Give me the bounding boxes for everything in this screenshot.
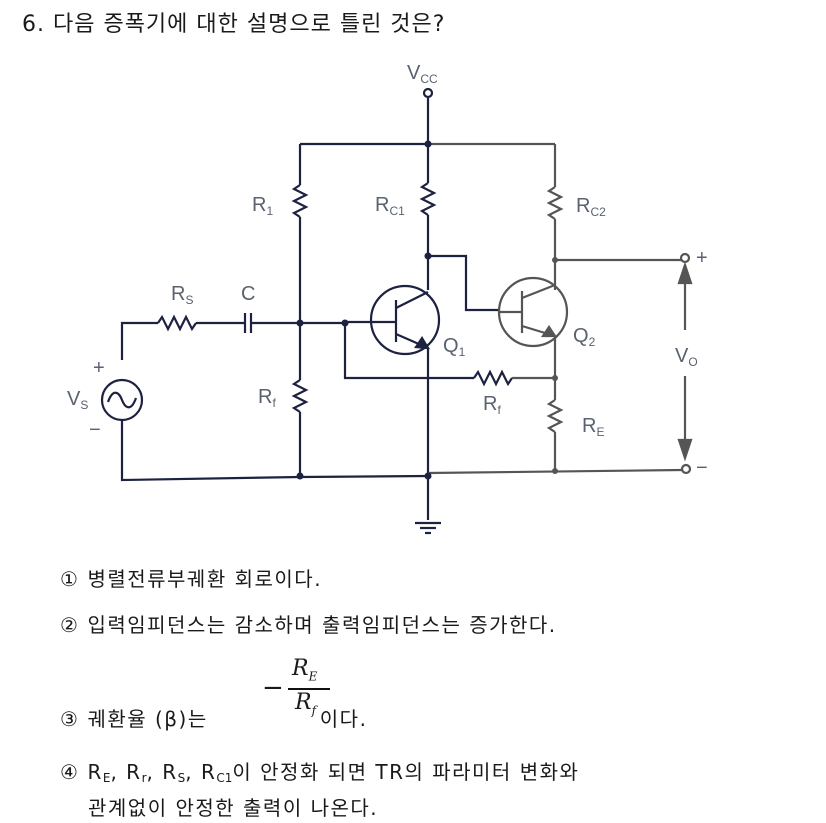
q2-transistor-icon (497, 276, 569, 348)
vs-minus-label: − (89, 419, 101, 441)
vcc-label: VCC (407, 62, 438, 86)
choice-text: 입력임피던스는 감소하며 출력임피던스는 증가한다. (87, 613, 557, 637)
q1-label: Q1 (443, 335, 466, 359)
r2-label: Rf (258, 386, 276, 410)
r2-resistor-icon (291, 379, 309, 413)
output-minus-label: − (696, 457, 708, 479)
ground-icon (415, 521, 441, 535)
re-label: RE (582, 415, 604, 439)
rc2-resistor-icon (546, 186, 564, 220)
question-title: 6. 다음 증폭기에 대한 설명으로 틀린 것은? (22, 12, 446, 37)
choice-number: ④ (60, 760, 80, 784)
output-plus-label: + (696, 247, 708, 269)
vs-label: VS (67, 388, 88, 412)
q2-label: Q2 (573, 325, 596, 349)
c-label: C (241, 283, 255, 305)
rs-resistor-icon (157, 314, 197, 332)
rc2-label: RC2 (576, 195, 606, 219)
choice-4[interactable]: ④ RE, Rr, RS, RC1이 안정화 되면 TR의 파라미터 변화와 관계… (60, 757, 579, 823)
choice-number: ③ (60, 707, 80, 731)
vo-label: VO (675, 345, 698, 369)
choice-text: 병렬전류부궤환 회로이다. (87, 567, 323, 591)
choice-text: 궤환율 (β)는 (87, 707, 208, 731)
formula-denominator: Rf (295, 690, 317, 718)
rf-label: Rf (483, 393, 501, 417)
choice-number: ② (60, 613, 80, 637)
rf-resistor-icon (473, 369, 513, 387)
amplifier-circuit-diagram: VCC R1 RC1 RC2 RS C + VS − Rf Q1 Q2 Rf R… (67, 62, 708, 535)
choice-2[interactable]: ② 입력임피던스는 감소하며 출력임피던스는 증가한다. (60, 609, 557, 638)
formula-sign: − (262, 673, 284, 703)
output-minus-terminal-icon (680, 463, 692, 475)
re-resistor-icon (546, 399, 564, 433)
r1-resistor-icon (291, 184, 309, 218)
rc1-resistor-icon (419, 182, 437, 216)
fraction-bar (288, 688, 330, 690)
choice-text-line2: 관계없이 안정한 출력이 나온다. (88, 796, 379, 820)
q1-transistor-icon (369, 284, 441, 356)
vcc-terminal-icon (422, 87, 434, 99)
choice-text-line1: RE, Rr, RS, RC1이 안정화 되면 TR의 파라미터 변화와 (87, 760, 580, 785)
vs-plus-label: + (93, 357, 105, 379)
output-plus-terminal-icon (679, 252, 691, 264)
r1-label: R1 (252, 194, 273, 218)
choice-1[interactable]: ① 병렬전류부궤환 회로이다. (60, 563, 322, 592)
choice-text-tail: 이다. (319, 707, 368, 731)
choice-3[interactable]: ③ 궤환율 (β)는 이다. (60, 703, 367, 732)
rs-label: RS (171, 283, 193, 307)
formula-numerator: RE (292, 656, 318, 684)
rc1-label: RC1 (375, 194, 405, 218)
choice-number: ① (60, 567, 80, 591)
